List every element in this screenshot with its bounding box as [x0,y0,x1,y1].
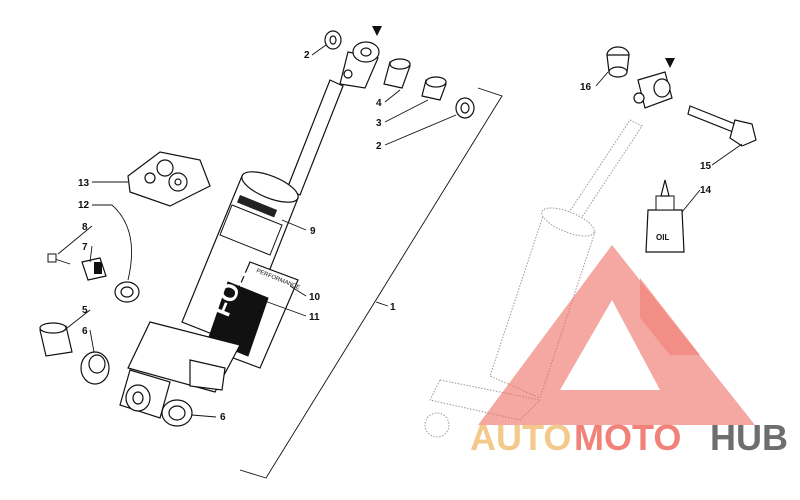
callout-14: 14 [700,185,712,196]
watermark-auto: AUTO [470,417,571,458]
callout-16: 16 [580,82,592,93]
watermark-moto: MOTO [574,417,681,458]
top-eyelet [339,41,380,89]
callout-6: 6 [220,412,226,423]
callout-12: 12 [78,200,90,211]
callout-7: 7 [82,242,88,253]
watermark-triangle-logo [478,245,755,425]
callout-3: 3 [376,118,382,129]
callout-6: 6 [82,326,88,337]
callout-2: 2 [304,50,310,61]
callout-15: 15 [700,161,712,172]
callout-10: 10 [309,292,321,303]
callout-4: 4 [376,98,382,109]
indicator-arrow-right [665,58,675,68]
assembly-bracket [239,87,503,479]
callout-11: 11 [309,312,320,323]
callouts: 2 4 3 2 13 12 8 7 9 10 11 1 5 6 6 16 15 … [78,50,712,423]
leader-lines [57,44,743,418]
loose-parts-right: OIL [606,46,757,253]
loose-parts-left [39,30,475,427]
callout-13: 13 [78,178,90,189]
automotohub-watermark: AUTO MOTO HUB [470,245,788,458]
indicator-arrow-left [372,26,382,36]
callout-9: 9 [310,226,316,237]
oil-label: OIL [656,233,669,242]
watermark-hub: HUB [710,417,788,458]
callout-8: 8 [82,222,88,233]
shock-absorber-main: FOX PERFORMANCE [119,41,380,419]
callout-2: 2 [376,141,382,152]
callout-1: 1 [390,302,396,313]
callout-5: 5 [82,305,88,316]
